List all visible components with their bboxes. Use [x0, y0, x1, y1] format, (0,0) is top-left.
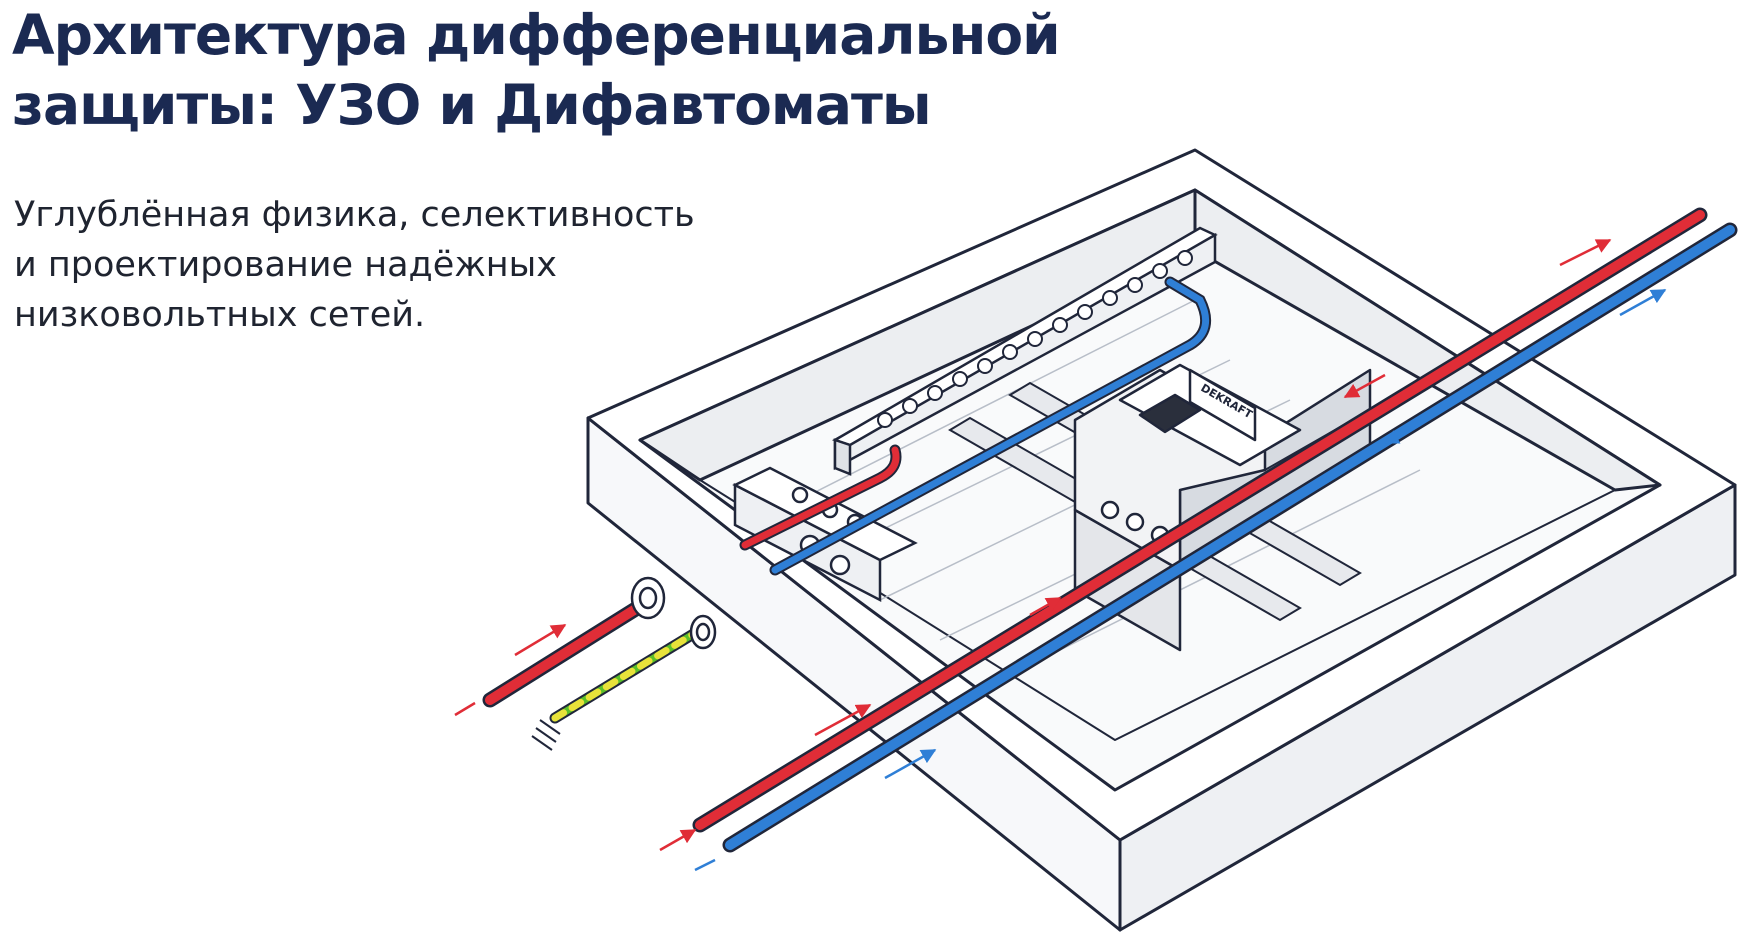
cable-glands: [630, 576, 717, 650]
entry-wires: [482, 592, 706, 724]
arrow-phase-in-2: [454, 701, 476, 717]
arrow-phase-breaker: [1029, 596, 1062, 617]
title-line-1: Архитектура дифференциальной: [12, 3, 1061, 67]
subtitle-line-2: и проектирование надёжных: [14, 245, 558, 285]
breaker-toggle: [1138, 393, 1202, 434]
ground-symbol: [531, 719, 561, 751]
title-line-2: защиты: УЗО и Дифавтоматы: [12, 73, 932, 137]
subtitle-line-1: Углублённая физика, селективность: [14, 195, 695, 235]
internal-wires: [739, 276, 1212, 576]
main-supply-wires: [692, 207, 1738, 853]
subtitle-line-3: низковольтных сетей.: [14, 295, 426, 335]
arrow-neutral-mid: [884, 748, 937, 780]
terminal-bar-screws: [877, 250, 1193, 428]
arrow-neutral-in: [694, 858, 716, 872]
page-title: Архитектура дифференциальной защиты: УЗО…: [12, 0, 1061, 140]
arrow-phase-mid: [814, 703, 872, 737]
page-subtitle: Углублённая физика, селективность и прое…: [14, 190, 695, 340]
breaker-label-plate: [1188, 368, 1257, 442]
arrow-neutral-return: [1383, 423, 1421, 445]
flow-arrows: [454, 238, 1667, 872]
arrow-phase-return: [1343, 373, 1386, 399]
arrow-phase-in-1: [514, 623, 567, 657]
arrow-phase-in-3: [659, 828, 697, 852]
arrow-phase-out: [1559, 238, 1612, 267]
arrow-neutral-out: [1619, 288, 1667, 317]
